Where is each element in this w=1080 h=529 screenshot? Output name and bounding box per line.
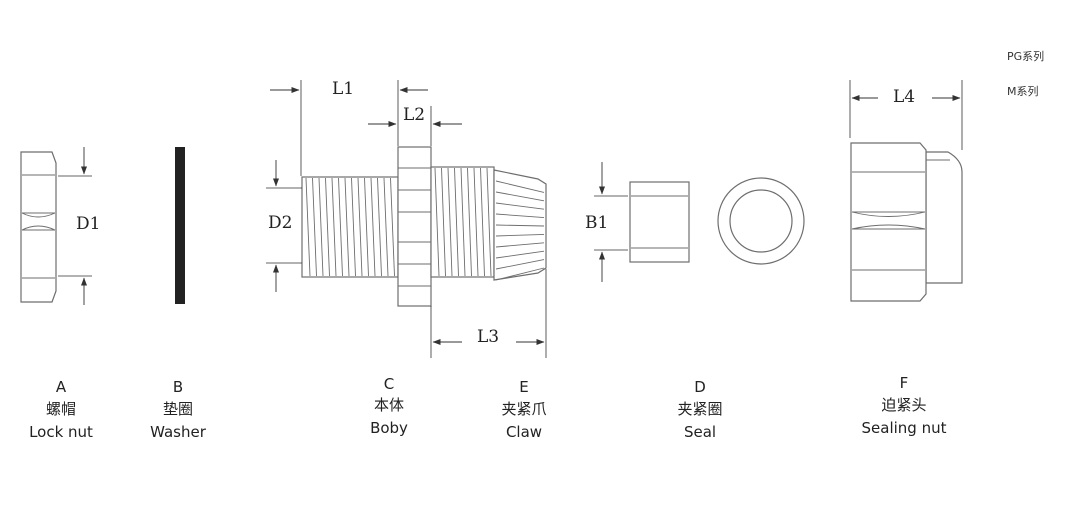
- svg-text:Lock nut: Lock nut: [29, 423, 93, 441]
- l1-label: L1: [332, 79, 354, 99]
- m-series-label: M系列: [1007, 84, 1039, 98]
- svg-text:A: A: [56, 378, 67, 396]
- caption-seal: D 夹紧圈 Seal: [677, 378, 722, 441]
- l2-dimension: L2: [368, 105, 462, 146]
- svg-text:Boby: Boby: [370, 419, 408, 437]
- svg-text:Claw: Claw: [506, 423, 542, 441]
- d2-label: D2: [268, 213, 292, 233]
- d1-dimension: D1: [58, 147, 100, 305]
- b1-dimension: B1: [585, 162, 628, 282]
- l4-label: L4: [893, 87, 915, 107]
- svg-text:E: E: [519, 378, 528, 396]
- d1-label: D1: [76, 214, 100, 234]
- l2-label: L2: [403, 105, 425, 125]
- svg-text:Washer: Washer: [150, 423, 207, 441]
- svg-text:夹紧圈: 夹紧圈: [677, 400, 722, 418]
- svg-text:垫圈: 垫圈: [163, 400, 193, 418]
- caption-sealing-nut: F 迫紧头 Sealing nut: [862, 374, 947, 437]
- caption-claw: E 夹紧爪 Claw: [501, 378, 546, 441]
- svg-text:Seal: Seal: [684, 423, 716, 441]
- l3-label: L3: [477, 327, 499, 347]
- svg-text:迫紧头: 迫紧头: [881, 396, 926, 414]
- caption-lock-nut: A 螺帽 Lock nut: [29, 378, 93, 441]
- l1-dimension: L1: [270, 79, 428, 176]
- washer-part: [175, 147, 185, 304]
- l4-dimension: L4: [849, 80, 963, 150]
- l3-dimension: L3: [430, 269, 547, 358]
- claw-part: [493, 169, 547, 281]
- sealing-nut-part: [850, 142, 963, 302]
- b1-label: B1: [585, 213, 608, 233]
- svg-text:C: C: [384, 375, 394, 393]
- pg-series-label: PG系列: [1007, 49, 1044, 63]
- lock-nut-part: [20, 151, 57, 303]
- svg-text:B: B: [173, 378, 183, 396]
- svg-text:Sealing nut: Sealing nut: [862, 419, 947, 437]
- svg-text:D: D: [694, 378, 706, 396]
- d2-dimension: D2: [266, 160, 302, 292]
- caption-body: C 本体 Boby: [370, 375, 408, 437]
- caption-washer: B 垫圈 Washer: [150, 378, 207, 441]
- body-part: [301, 146, 495, 307]
- svg-text:夹紧爪: 夹紧爪: [501, 400, 546, 418]
- svg-text:本体: 本体: [374, 396, 404, 414]
- seal-ring-part: [717, 177, 805, 265]
- svg-text:螺帽: 螺帽: [46, 400, 76, 418]
- svg-text:F: F: [900, 374, 909, 392]
- seal-part: [629, 181, 690, 263]
